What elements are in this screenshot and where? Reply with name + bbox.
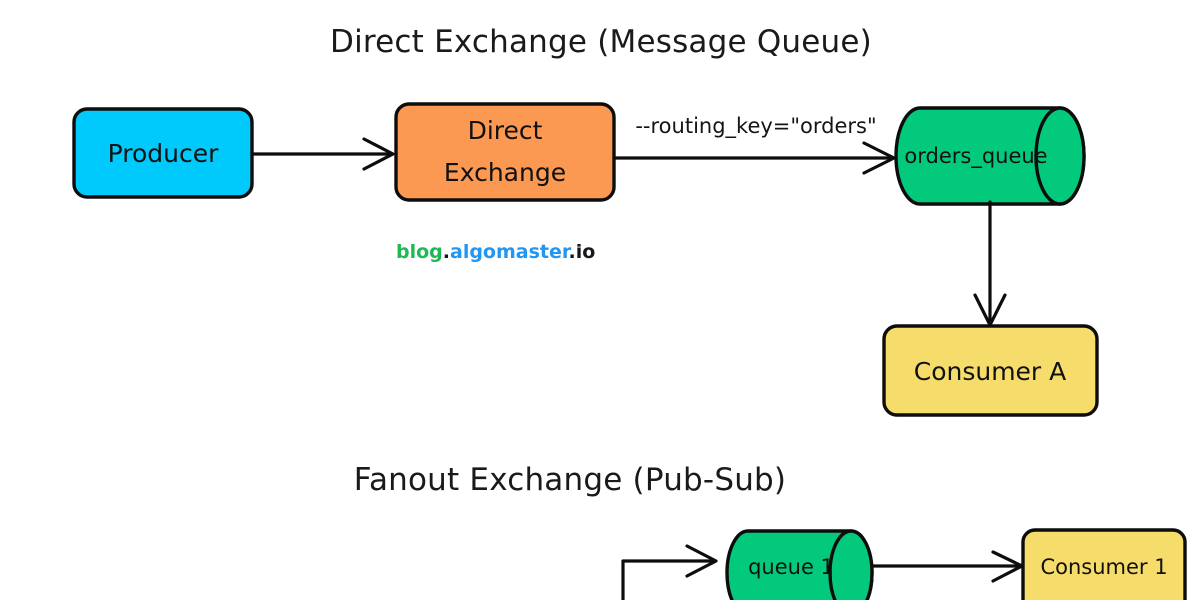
direct-exchange-label-line2: Exchange — [444, 158, 566, 187]
watermark-io: .io — [569, 241, 596, 263]
edge-label-routing-key: --routing_key="orders" — [635, 114, 876, 139]
edge-queue-to-consumer-a — [973, 200, 1007, 327]
edge-fanout-to-queue1 — [621, 544, 718, 600]
node-consumer-a[interactable]: Consumer A — [882, 324, 1099, 417]
orders-queue-label: orders_queue — [904, 144, 1047, 169]
node-direct-exchange[interactable]: Direct Exchange — [394, 102, 616, 202]
direct-exchange-box[interactable] — [394, 102, 616, 202]
node-orders-queue[interactable]: orders_queue — [894, 106, 1086, 206]
producer-label: Producer — [108, 139, 220, 168]
edge-queue1-to-consumer1 — [872, 550, 1024, 583]
node-queue-1[interactable]: queue 1 — [725, 529, 874, 600]
section-title-fanout-exchange: Fanout Exchange (Pub-Sub) — [354, 462, 786, 498]
edge-exchange-to-orders-queue: --routing_key="orders" — [613, 114, 896, 175]
node-producer[interactable]: Producer — [72, 107, 254, 199]
edge-fanout-to-queue1-line — [621, 559, 716, 600]
watermark-algomaster: blog.algomaster.io — [396, 241, 595, 263]
section-title-direct-exchange: Direct Exchange (Message Queue) — [330, 24, 872, 60]
consumer-a-box[interactable] — [882, 324, 1099, 417]
consumer-1-box[interactable] — [1021, 528, 1187, 600]
edge-producer-to-exchange — [251, 137, 395, 171]
consumer-a-label: Consumer A — [914, 357, 1067, 386]
direct-exchange-label-line1: Direct — [468, 116, 543, 145]
edge-exchange-to-queue-arrowhead — [862, 141, 896, 175]
watermark-algomaster-text: algomaster — [450, 241, 572, 263]
node-consumer-1[interactable]: Consumer 1 — [1021, 528, 1187, 600]
watermark-dot: . — [443, 241, 450, 263]
queue-1-cylinder-cap — [828, 529, 874, 600]
queue-1-label: queue 1 — [748, 555, 834, 579]
edge-fanout-to-queue1-arrowhead — [685, 544, 718, 578]
svg-text:blog.algomaster.io: blog.algomaster.io — [396, 241, 595, 263]
edge-producer-to-exchange-arrowhead — [362, 137, 395, 171]
orders-queue-cylinder-cap — [1034, 106, 1086, 206]
watermark-blog: blog — [396, 241, 443, 263]
consumer-1-label: Consumer 1 — [1040, 555, 1167, 579]
